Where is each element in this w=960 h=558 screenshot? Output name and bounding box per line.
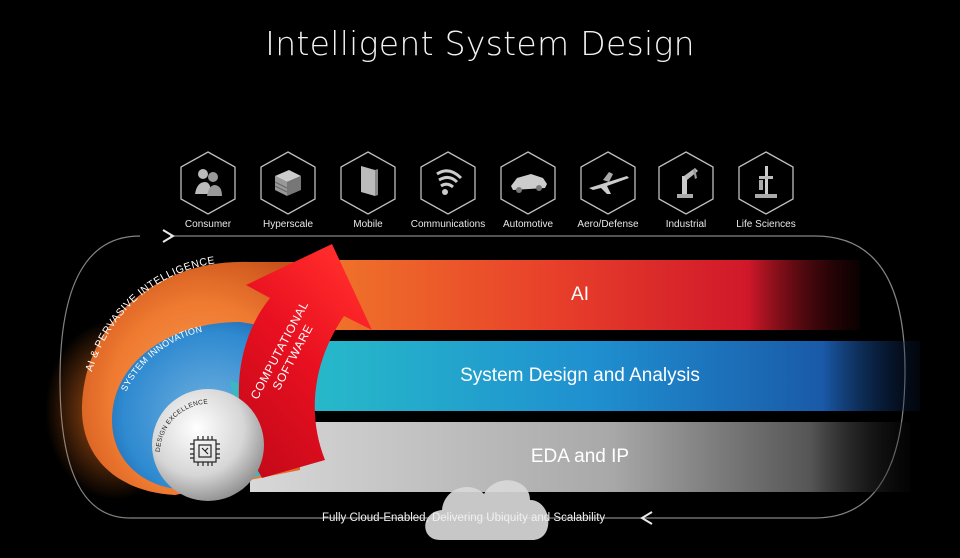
page-title: Intelligent System Design xyxy=(265,24,695,63)
industry-industrial: Industrial xyxy=(641,150,731,230)
industry-automotive: Automotive xyxy=(483,150,573,230)
chip-icon xyxy=(190,436,220,466)
band-ai xyxy=(300,260,860,330)
industry-label: Mobile xyxy=(353,219,383,230)
cloud-icon xyxy=(425,480,549,540)
band-eda xyxy=(250,422,910,492)
band-system xyxy=(270,341,920,411)
server-icon xyxy=(260,151,316,215)
jet-icon xyxy=(580,151,636,215)
industry-label: Industrial xyxy=(665,219,707,230)
industry-communications: Communications xyxy=(403,150,493,230)
industry-life-sciences: Life Sciences xyxy=(721,150,811,230)
industry-label: Aero/Defense xyxy=(577,219,639,230)
wifi-icon xyxy=(420,151,476,215)
robot-arm-icon xyxy=(658,151,714,215)
car-icon xyxy=(500,151,556,215)
loop-arrow-bottom xyxy=(640,511,653,525)
industry-consumer: Consumer xyxy=(163,150,253,230)
footer-caption: Fully Cloud-Enabled, Delivering Ubiquity… xyxy=(322,512,606,524)
phone-icon xyxy=(340,151,396,215)
industry-label: Consumer xyxy=(184,219,232,230)
loop-track xyxy=(59,235,906,519)
industry-label: Automotive xyxy=(502,219,554,230)
lab-stand-icon xyxy=(738,151,794,215)
industry-hyperscale: Hyperscale xyxy=(243,150,333,230)
band-system-label: System Design and Analysis xyxy=(460,365,700,386)
people-icon xyxy=(180,151,236,215)
industry-label: Hyperscale xyxy=(262,219,314,230)
industry-label: Life Sciences xyxy=(736,219,796,230)
industry-mobile: Mobile xyxy=(323,150,413,230)
band-ai-label: AI xyxy=(571,284,589,305)
industry-label: Communications xyxy=(410,219,486,230)
computational-software-arrow xyxy=(238,244,372,478)
band-eda-label: EDA and IP xyxy=(530,446,630,467)
industry-aero-defense: Aero/Defense xyxy=(563,150,653,230)
loop-arrow-top xyxy=(162,229,175,243)
